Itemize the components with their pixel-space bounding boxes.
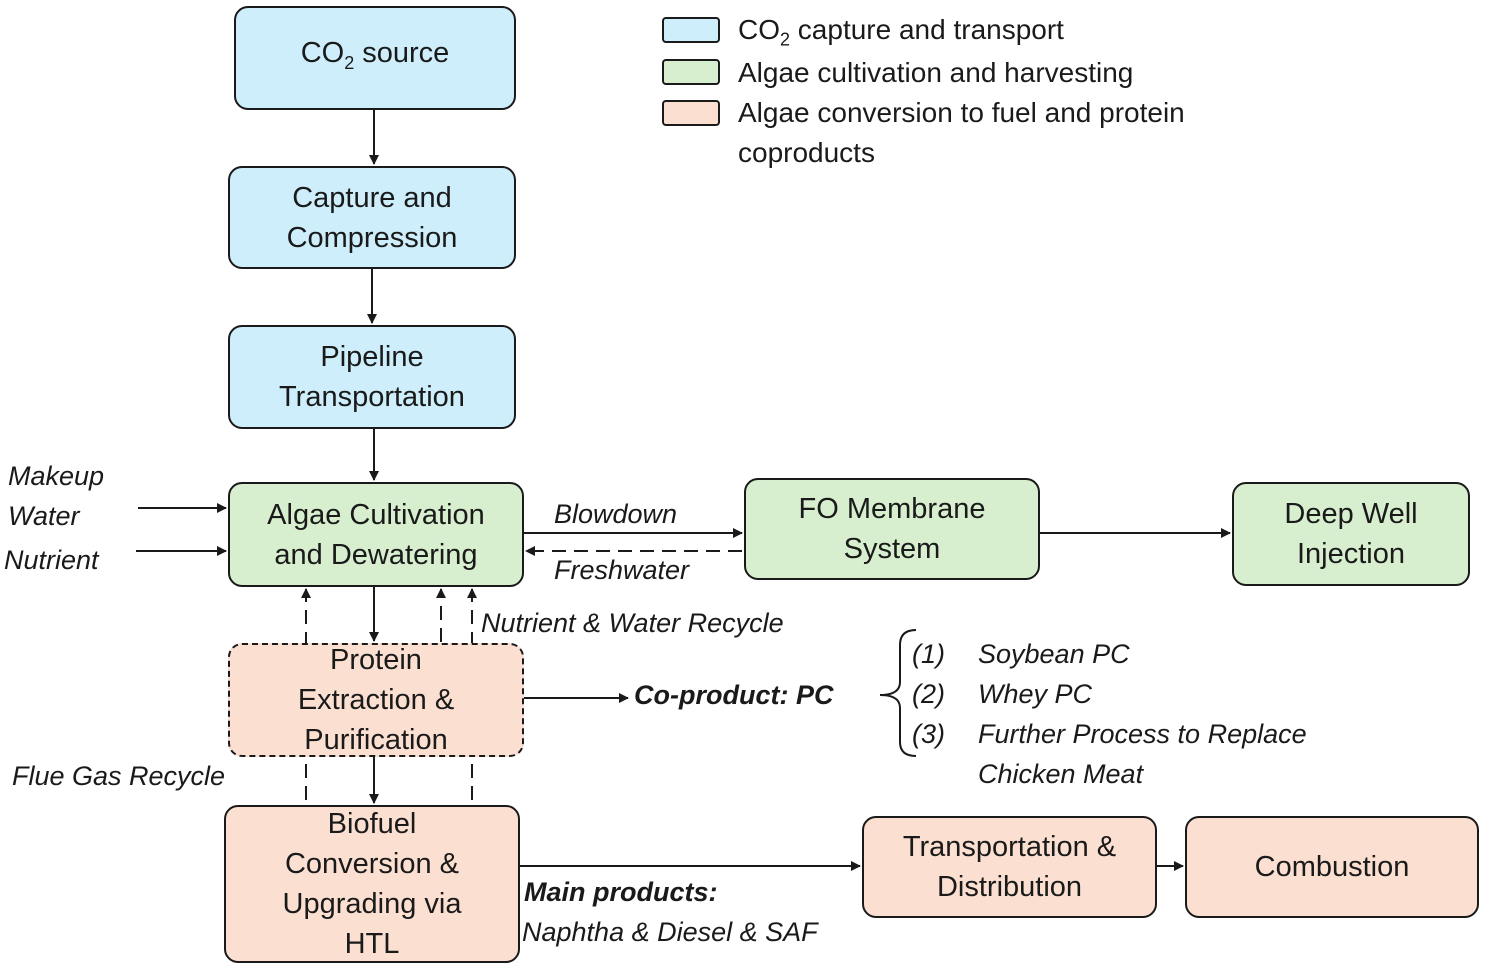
legend-swatch-capture <box>662 17 720 43</box>
coproduct-label: Co-product: PC <box>634 680 834 710</box>
nutrient-water-recycle-label: Nutrient & Water Recycle <box>481 608 784 638</box>
pc-list-item: Further Process to Replace <box>978 719 1307 749</box>
pc-list-item-continued: Chicken Meat <box>978 759 1144 789</box>
combustion-box: Combustion <box>1185 816 1479 918</box>
pc-list-item: Soybean PC <box>978 639 1130 669</box>
legend-label-conversion: Algae conversion to fuel and protein cop… <box>738 97 1185 168</box>
pc-list-num: (3) <box>912 719 945 749</box>
blowdown-label: Blowdown <box>554 499 678 529</box>
transportation-distribution-box: Transportation &Distribution <box>862 816 1157 918</box>
main-products-label: Main products: <box>524 877 718 907</box>
legend-label-capture: CO2 capture and transport <box>738 14 1064 50</box>
pc-list-brace <box>879 629 917 757</box>
pc-list-num: (1) <box>912 639 945 669</box>
legend-label-cultivation: Algae cultivation and harvesting <box>738 57 1134 88</box>
freshwater-label: Freshwater <box>554 555 690 585</box>
legend-swatch-cultivation <box>662 59 720 85</box>
legend-swatch-conversion <box>662 100 720 126</box>
flue-gas-recycle-label: Flue Gas Recycle <box>12 761 226 791</box>
co2-source-box: CO2 source <box>234 6 516 110</box>
pc-list-num: (2) <box>912 679 945 709</box>
main-products-detail: Naphtha & Diesel & SAF <box>522 917 818 947</box>
pc-list-item: Whey PC <box>978 679 1093 709</box>
nutrient-label: Nutrient <box>4 545 99 575</box>
